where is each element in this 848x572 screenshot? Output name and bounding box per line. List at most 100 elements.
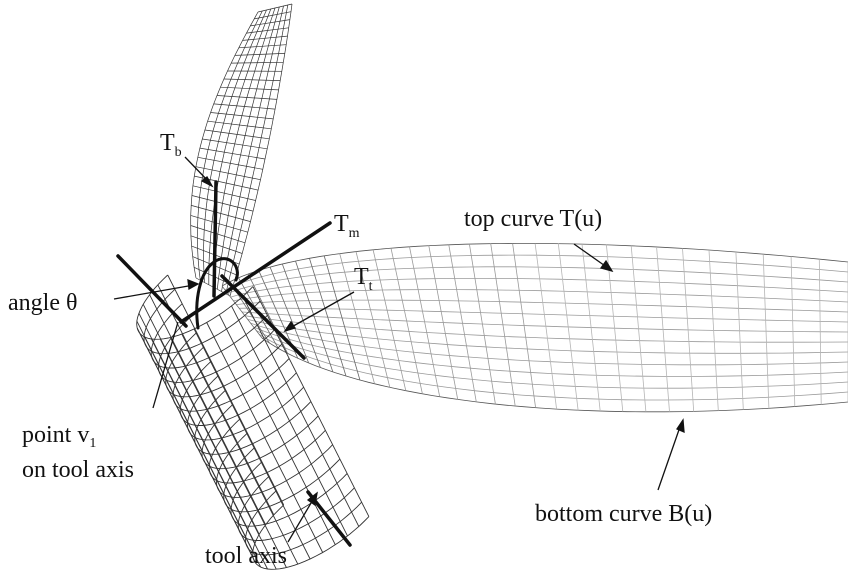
sheet-lengthwise-line	[262, 338, 848, 412]
tail-cross-line	[231, 62, 283, 63]
tb-leader-arrowhead	[200, 176, 214, 188]
cylinder-generator-line	[243, 296, 359, 526]
sheet-cross-line	[449, 245, 477, 402]
tt-vector	[220, 274, 306, 360]
tail-cross-line	[250, 20, 290, 26]
sheet-cross-line	[513, 243, 536, 407]
tool-axis-line-upper	[116, 254, 188, 328]
sheet-cross-line	[657, 247, 670, 412]
tail-cross-line	[224, 79, 280, 81]
tool-axis-leader	[287, 497, 315, 543]
tail-cross-line	[191, 205, 250, 221]
sheet-lengthwise-line	[228, 267, 848, 294]
sheet-cross-line	[582, 244, 600, 411]
tm-vector	[179, 221, 332, 324]
cylinder-generator-line	[182, 334, 298, 564]
tool-cylinder-mesh	[137, 275, 369, 569]
tail-cross-line	[214, 104, 275, 109]
cylinder-generator-line	[137, 321, 253, 551]
top-curve-arrowhead	[599, 259, 614, 273]
sheet-cross-line	[222, 286, 262, 338]
tail-lengthwise-line	[222, 6, 284, 292]
sheet-cross-line	[736, 252, 743, 410]
sheet-lengthwise-line	[225, 255, 848, 290]
cylinder-generator-line	[160, 339, 276, 569]
cylinder-generator-line	[170, 338, 286, 568]
vectors	[116, 180, 352, 547]
cylinder-generator-line	[137, 328, 253, 558]
angle-leader	[113, 284, 195, 300]
tail-cross-line	[220, 87, 278, 90]
sheet-cross-line	[763, 254, 769, 408]
tb-vector	[212, 180, 218, 298]
sheet-cross-line	[373, 250, 406, 391]
label-tb: Tb	[160, 130, 182, 160]
sheet-cross-line	[356, 252, 390, 388]
tail-cross-line	[243, 36, 288, 40]
sheet-lengthwise-line	[253, 327, 848, 377]
sheet-cross-line	[631, 246, 646, 412]
sheet-cross-line	[491, 244, 516, 406]
tail-lengthwise-line	[204, 10, 267, 283]
tail-cross-line	[202, 139, 267, 149]
label-on-tool-axis: on tool axis	[22, 457, 134, 483]
label-tm: Tm	[334, 211, 360, 241]
sheet-cross-line	[429, 246, 458, 400]
tail-cross-line	[235, 53, 285, 55]
top-curve-leader	[573, 243, 609, 269]
tail-cross-line	[191, 226, 245, 243]
cylinder-generator-line	[219, 315, 335, 545]
cylinder-generator-line	[253, 287, 369, 517]
cylinder-generator-line	[139, 313, 255, 543]
tt-leader	[287, 291, 355, 330]
sheet-cross-line	[535, 243, 557, 409]
swept-sheet-mesh	[222, 243, 848, 411]
tail-cross-line	[205, 130, 269, 139]
sheet-cross-line	[270, 267, 309, 363]
tail-cross-line	[247, 28, 289, 33]
sheet-cross-line	[410, 247, 440, 397]
point-leader	[152, 321, 179, 409]
sheet-lengthwise-line	[231, 278, 848, 297]
sheet-cross-line	[709, 250, 718, 411]
bottom-curve-leader	[657, 423, 682, 491]
bottom-curve-arrowhead	[676, 418, 685, 434]
cylinder-generator-line	[232, 306, 348, 536]
tail-cross-line	[193, 186, 256, 201]
sheet-cross-line	[309, 258, 346, 376]
tt-leader-arrowhead	[283, 320, 297, 333]
sheet-cross-line	[296, 261, 333, 372]
label-top-curve: top curve T(u)	[464, 206, 602, 232]
tail-lengthwise-line	[217, 7, 279, 289]
angle-arc	[195, 257, 239, 330]
tail-cross-line	[258, 4, 292, 12]
angle-leader-arrowhead	[187, 278, 200, 291]
tail-cross-line	[194, 176, 258, 190]
tail-cross-line	[254, 12, 291, 19]
sheet-cross-line	[248, 274, 288, 353]
sheet-cross-line	[324, 256, 360, 380]
label-bottom-curve: bottom curve B(u)	[535, 501, 712, 527]
sheet-lengthwise-line	[256, 331, 848, 389]
tail-cross-line	[239, 45, 286, 48]
sheet-cross-line	[819, 259, 821, 404]
sheet-cross-line	[469, 244, 495, 404]
tail-surface-mesh	[191, 4, 292, 296]
cylinder-generator-line	[207, 323, 323, 553]
tail-lengthwise-line	[226, 5, 288, 294]
tail-cross-line	[192, 196, 253, 212]
sheet-cross-line	[606, 245, 622, 412]
sheet-cross-line	[791, 257, 795, 407]
label-angle-theta: angle θ	[8, 290, 77, 316]
tail-cross-line	[200, 148, 265, 159]
tail-cross-line	[191, 215, 248, 232]
tail-cross-line	[217, 96, 277, 100]
label-point-v1: point v1	[22, 422, 96, 451]
label-tool-axis: tool axis	[205, 543, 287, 569]
sheet-cross-line	[340, 254, 375, 384]
leaders	[113, 156, 685, 543]
cylinder-generator-line	[150, 295, 266, 525]
tail-cross-line	[208, 121, 272, 129]
tail-cross-line	[211, 113, 274, 119]
